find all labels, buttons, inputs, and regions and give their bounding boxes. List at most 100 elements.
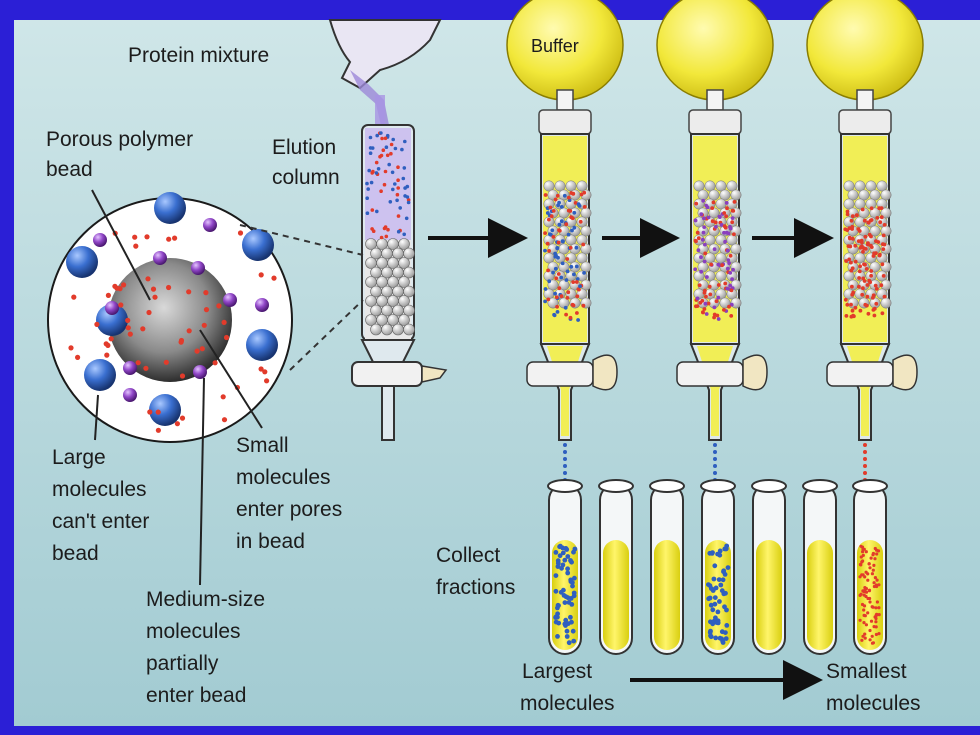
protein-dot [553,266,558,271]
fraction-dot [871,568,875,572]
protein-dot [702,307,707,311]
protein-dot [726,248,730,253]
medium-molecule [105,301,119,315]
small-molecule [199,346,205,352]
fraction-dot [572,575,577,581]
fraction-dot [875,613,879,617]
gel-bead [730,189,742,201]
protein-dot [850,308,855,313]
protein-dot [378,154,382,159]
protein-dot [376,167,381,171]
label-smallest-2: molecules [826,692,921,715]
protein-dot [371,169,375,174]
drip-dot [863,450,867,454]
fraction-dot [869,619,874,623]
fraction-dot [717,599,722,604]
fraction-dot [874,606,878,610]
protein-dot [860,207,865,212]
small-molecule [144,234,150,240]
protein-dot [405,184,410,189]
medium-molecule [123,361,137,375]
small-molecule [220,394,226,400]
protein-dot [723,281,728,286]
label-elution-1: Elution [272,136,336,159]
protein-dot [715,313,720,318]
fraction-dot [868,628,872,633]
medium-molecule [153,251,167,265]
protein-dot [396,186,401,190]
fraction-dot [866,596,870,601]
fraction-dot [719,588,725,594]
gel-bead [854,198,866,210]
small-molecule [75,354,81,360]
protein-dot [862,218,867,223]
protein-dot [850,292,855,297]
small-molecule [221,417,228,423]
fraction-dot [715,618,721,624]
protein-dot [696,248,701,253]
fraction-dot [553,573,559,578]
protein-dot [379,131,383,135]
fraction-dot [861,547,865,551]
small-molecule [166,284,172,291]
gel-bead [580,261,592,273]
gel-bead [392,323,404,336]
medium-molecule [255,298,269,312]
protein-dot [860,292,865,297]
test-tube-icon [598,479,634,655]
protein-dot [702,290,707,295]
buffer-column [656,0,774,482]
small-molecule [166,236,172,242]
protein-dot [869,218,874,222]
drip-dot [863,471,867,475]
gel-bead [558,207,570,219]
protein-dot [729,288,734,293]
protein-dot [865,283,870,287]
protein-dot [868,280,872,285]
label-collect-2: fractions [436,576,515,599]
pointer-large [94,394,99,441]
elution-column-icon [351,124,448,441]
protein-dot [882,242,887,247]
stopcock-handle [742,354,768,391]
large-molecule [149,394,181,426]
small-molecule [127,331,133,337]
test-tube-icon [649,479,685,655]
gel-bead [858,189,870,201]
fraction-dot [553,588,559,594]
protein-dot [712,305,717,310]
fraction-dot [871,641,876,645]
protein-dot [853,243,858,248]
protein-dot [865,242,870,247]
small-molecule [179,373,186,379]
fraction-dot [870,634,874,638]
tube-rim [802,479,838,493]
protein-dot [701,230,706,235]
protein-dot [386,227,390,232]
fraction-dot [720,577,726,583]
protein-dot [863,234,868,239]
fraction-dot [708,633,713,639]
protein-dot [368,151,373,155]
gel-bead [576,252,588,264]
protein-dot [716,317,721,321]
protein-dot [405,195,410,199]
gel-bead [543,180,555,192]
bulb-neck [556,89,574,111]
small-molecule [201,322,207,328]
protein-dot [704,294,708,299]
large-molecule [66,246,98,278]
protein-dot [365,211,370,215]
fraction-dot [864,623,869,627]
fraction-dot [710,607,716,613]
protein-dot [551,235,556,239]
gel-bead [580,243,592,255]
protein-dot [559,219,564,224]
gel-bead [854,252,866,264]
small-molecule [212,360,218,366]
protein-dot [709,262,714,267]
fraction-dot [555,614,560,620]
fraction-dot [859,544,863,548]
buffer-bulb-icon [806,0,924,101]
